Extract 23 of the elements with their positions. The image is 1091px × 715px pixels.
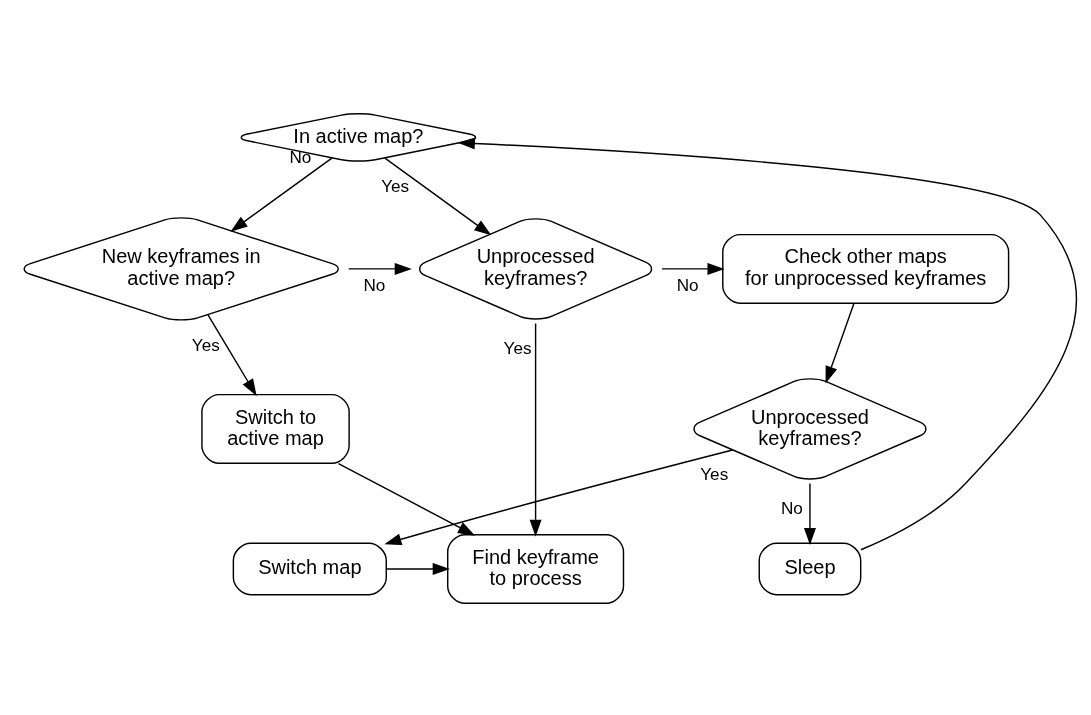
arrow	[825, 302, 855, 384]
node-box: Sleep	[758, 542, 862, 596]
edge-label: Yes	[381, 176, 410, 197]
arrow	[803, 482, 816, 546]
arrow	[348, 262, 412, 275]
arrow	[207, 314, 257, 397]
arrow	[457, 137, 1078, 551]
node-box: Find keyframe to process	[447, 533, 625, 604]
arrow	[661, 262, 725, 275]
arrow	[385, 563, 450, 575]
arrow	[384, 449, 734, 546]
edge-label: Yes	[191, 334, 220, 355]
arrow	[529, 322, 542, 537]
arrow	[337, 462, 476, 536]
edge-label: Yes	[503, 337, 532, 358]
edge-label: No	[363, 275, 386, 296]
node-box: Check other maps for unprocessed keyframes	[722, 233, 1010, 304]
node-box: Switch map	[232, 542, 387, 596]
arrow	[384, 157, 492, 236]
edge-label: No	[780, 497, 803, 518]
arrow	[230, 157, 333, 232]
edge-label: No	[676, 275, 699, 296]
node-box: Switch to active map	[201, 393, 350, 464]
